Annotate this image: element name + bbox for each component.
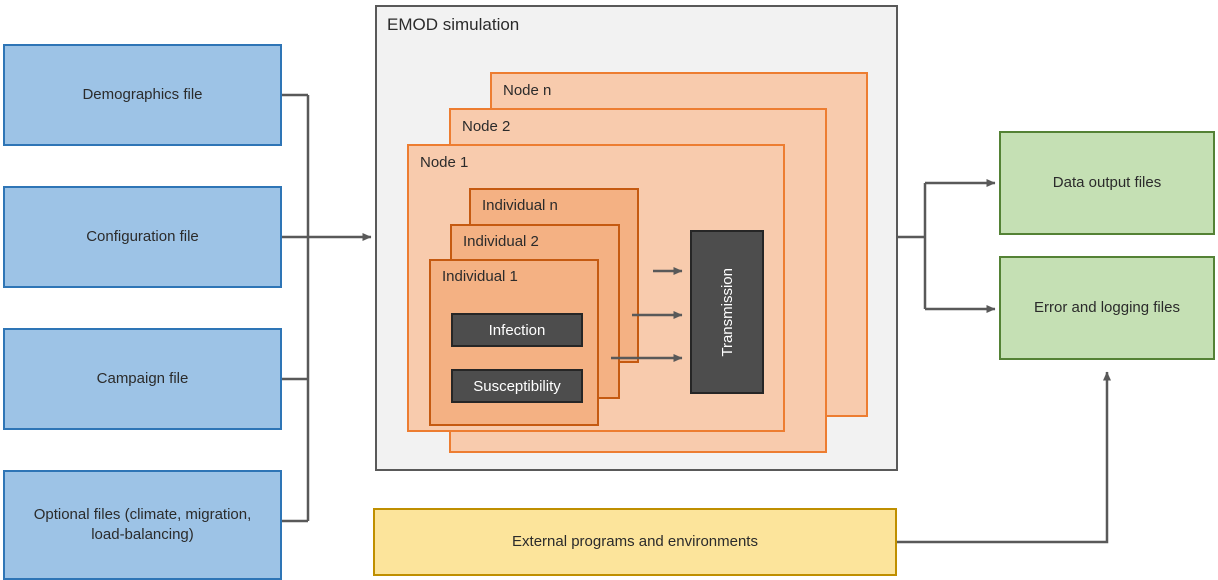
input-label: Optional files (climate, migration, load… [33,505,252,543]
input-label: Configuration file [86,227,199,245]
node-label: Node n [503,82,552,99]
external-label: External programs and environments [512,532,758,550]
emod-simulation-title: EMOD simulation [387,15,520,34]
component-label: Infection [488,321,546,339]
component-box-infection[interactable]: Infection [451,313,583,347]
individual-label: Individual n [482,197,558,214]
component-box-susceptibility[interactable]: Susceptibility [451,369,583,403]
input-box-campaign-file[interactable]: Campaign file [3,328,282,430]
input-label: Campaign file [96,369,189,387]
emod-simulation-container: EMOD simulation Node n Node 2 Node 1 Ind… [375,5,898,471]
node-label: Node 2 [462,118,511,135]
transmission-label: Transmission [718,267,736,357]
output-label: Error and logging files [1034,298,1180,316]
external-programs-box[interactable]: External programs and environments [373,508,897,576]
individual-label: Individual 1 [442,268,518,285]
output-box-error-and-logging-files[interactable]: Error and logging files [999,256,1215,360]
output-box-data-output-files[interactable]: Data output files [999,131,1215,235]
individual-label: Individual 2 [463,233,539,250]
input-box-configuration-file[interactable]: Configuration file [3,186,282,288]
component-box-transmission[interactable]: Transmission [690,230,764,394]
individual-box-individual-1[interactable]: Individual 1 Infection Susceptibility [429,259,599,426]
node-label: Node 1 [420,154,469,171]
node-box-node-1[interactable]: Node 1 Individual n Individual 2 Individ… [407,144,785,432]
component-label: Susceptibility [473,377,561,395]
input-box-optional-files[interactable]: Optional files (climate, migration, load… [3,470,282,580]
input-box-demographics-file[interactable]: Demographics file [3,44,282,146]
output-label: Data output files [1052,173,1162,191]
input-label: Demographics file [82,85,203,103]
